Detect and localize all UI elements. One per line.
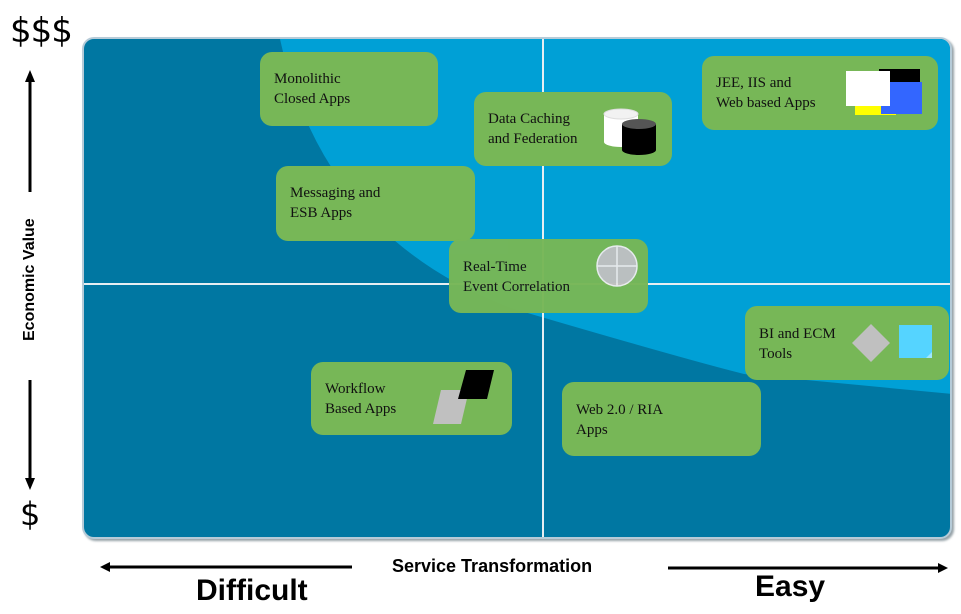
box-realtime-event: Real-Time Event Correlation: [449, 239, 648, 313]
box-jee-iis-web: JEE, IIS and Web based Apps: [702, 56, 938, 130]
crosshair-circle-icon: [596, 245, 638, 287]
parallelogram-pages-icon: [433, 370, 494, 424]
x-axis-easy-label: Easy: [755, 570, 826, 603]
box-label: Messaging and ESB Apps: [290, 185, 381, 221]
box-data-caching: Data Caching and Federation: [474, 92, 672, 166]
quadrant-plot: Monolithic Closed Apps Data Caching and …: [82, 37, 952, 539]
box-label: Data Caching and Federation: [488, 111, 578, 147]
box-messaging-esb: Messaging and ESB Apps: [276, 166, 475, 241]
x-axis-difficult-label: Difficult: [196, 574, 308, 607]
stacked-squares-icon: [846, 69, 922, 115]
y-axis-high-label: $$$: [10, 11, 73, 51]
x-axis-left-arrow: [100, 560, 352, 574]
box-label: JEE, IIS and Web based Apps: [716, 75, 816, 111]
y-axis-up-arrow: [22, 70, 38, 192]
box-label: Real-Time Event Correlation: [463, 259, 571, 295]
box-label: BI and ECM Tools: [759, 326, 836, 362]
box-label: Workflow Based Apps: [325, 381, 397, 417]
arrow-down-icon: [25, 380, 35, 490]
arrow-up-icon: [25, 70, 35, 192]
box-bi-ecm: BI and ECM Tools: [745, 306, 949, 380]
arrow-left-icon: [100, 562, 352, 572]
box-label: Monolithic Closed Apps: [274, 71, 351, 107]
box-monolithic: Monolithic Closed Apps: [260, 52, 438, 126]
y-axis-title: Economic Value: [21, 218, 38, 341]
x-axis-right-arrow: [668, 561, 948, 575]
box-label: Web 2.0 / RIA Apps: [576, 402, 664, 438]
y-axis-down-arrow: [22, 380, 38, 490]
x-axis-title: Service Transformation: [392, 556, 593, 576]
box-workflow: Workflow Based Apps: [311, 362, 512, 435]
diamond-and-note-icon: [852, 324, 932, 362]
y-axis-low-label: $: [20, 495, 41, 533]
box-web20-ria: Web 2.0 / RIA Apps: [562, 382, 761, 456]
database-icon: [603, 108, 656, 155]
arrow-right-icon: [668, 563, 948, 573]
